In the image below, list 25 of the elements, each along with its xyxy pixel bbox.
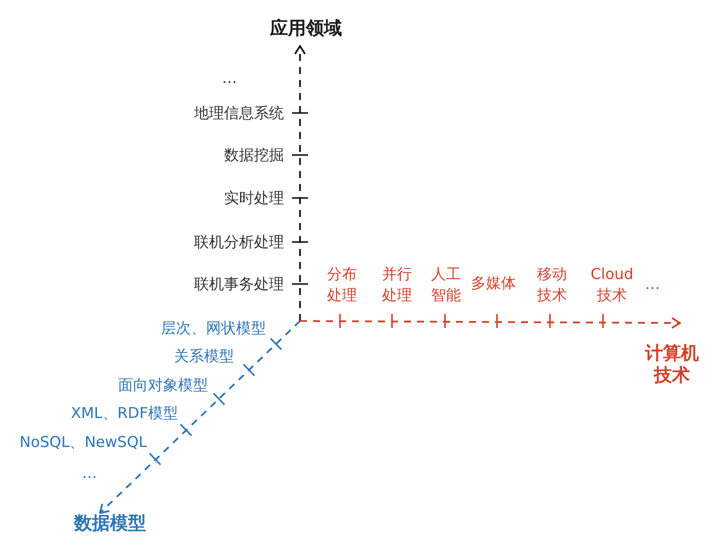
axis-tick-label: 关系模型 xyxy=(174,346,234,367)
axis-tick-label: Cloud技术 xyxy=(590,264,634,306)
axis-arrow xyxy=(300,317,681,329)
axis-tick-label: 并行处理 xyxy=(381,264,413,306)
axis-arrow xyxy=(294,45,306,321)
axis-tick-label: 实时处理 xyxy=(224,188,284,209)
axis-title: 数据模型 xyxy=(66,513,154,537)
axis-tick-label: NoSQL、NewSQL xyxy=(20,432,147,453)
axis-tick-label: 层次、网状模型 xyxy=(161,318,266,339)
axis-tick-label: XML、RDF模型 xyxy=(70,403,178,424)
axis-tick-label: 分布处理 xyxy=(326,264,358,306)
axis-tick-label: 人工智能 xyxy=(430,264,462,306)
axis-tick-label: … xyxy=(645,274,660,295)
axis-tick-label: 数据挖掘 xyxy=(224,145,284,166)
axis-tick-label: 面向对象模型 xyxy=(118,375,208,396)
axis-arrow xyxy=(99,320,301,514)
axis-tick-label: 联机分析处理 xyxy=(194,232,284,253)
axis-tick-label: … xyxy=(222,68,237,89)
axis-tick-label: 移动技术 xyxy=(536,264,568,306)
axis-tick-label: 联机事务处理 xyxy=(194,274,284,295)
axis-tick-label: 地理信息系统 xyxy=(194,103,284,124)
axis-title: 应用领域 xyxy=(262,18,350,46)
axis-tick-label: … xyxy=(82,463,97,484)
axis-title: 计算机技术 xyxy=(642,323,702,387)
axis-tick-label: 多媒体 xyxy=(471,273,516,294)
